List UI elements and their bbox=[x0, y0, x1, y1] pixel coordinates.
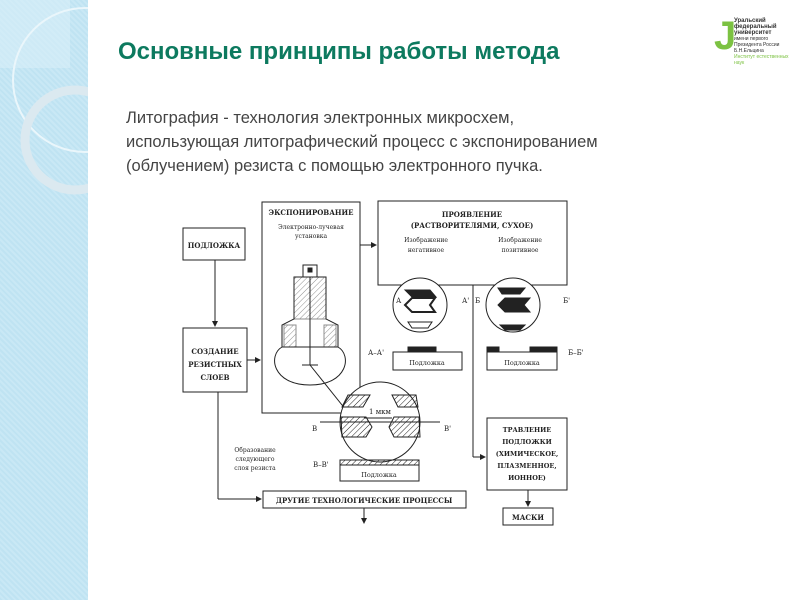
exposure-label: ЭКСПОНИРОВАНИЕ bbox=[269, 208, 354, 217]
next-layer-label: Образование bbox=[234, 447, 276, 454]
lithography-process-diagram: ПОДЛОЖКА СОЗДАНИЕ РЕЗИСТНЫХ СЛОЕВ ЭКСПОН… bbox=[180, 195, 600, 545]
positive-label: Изображение bbox=[498, 237, 542, 244]
electron-beam-column-icon bbox=[274, 264, 351, 416]
slide-body-text: Литография - технология электронных микр… bbox=[126, 106, 786, 178]
next-layer-label: следующего bbox=[235, 456, 274, 463]
label-b: Б bbox=[475, 297, 480, 305]
exposure-sub: Электронно-лучевая bbox=[278, 224, 344, 231]
positive-label: позитивное bbox=[502, 247, 539, 254]
section-bb-label: Б–Б' bbox=[568, 349, 584, 357]
positive-image-circle: Б Б' bbox=[475, 277, 570, 333]
substrate-label: ПОДЛОЖКА bbox=[188, 241, 241, 250]
negative-label: Изображение bbox=[404, 237, 448, 244]
section-vv-label: В–В' bbox=[313, 461, 329, 469]
section-aa-label: А–А' bbox=[368, 349, 384, 357]
etching-label: ИОННОЕ) bbox=[508, 474, 546, 482]
development-box: ПРОЯВЛЕНИЕ (РАСТВОРИТЕЛЯМИ, СУХОЕ) Изобр… bbox=[377, 200, 568, 286]
section-aa: А–А' Подложка bbox=[368, 346, 463, 371]
resist-label: РЕЗИСТНЫХ bbox=[188, 360, 242, 369]
logo-text: Уральский федеральный университет имени … bbox=[734, 18, 792, 66]
next-layer-label: слоя резиста bbox=[234, 465, 276, 472]
etching-label: ПОДЛОЖКИ bbox=[502, 438, 552, 446]
body-line: использующая литографический процесс с э… bbox=[126, 133, 598, 151]
negative-image-circle: А А' bbox=[392, 277, 469, 333]
decorative-circles bbox=[0, 0, 88, 195]
logo-subtitle: имени первого Президента России Б.Н.Ельц… bbox=[734, 36, 780, 54]
logo-name: Уральский федеральный университет bbox=[734, 18, 777, 36]
logo-institute: Институт естественных наук bbox=[734, 54, 789, 66]
decorative-background-strip bbox=[0, 0, 88, 600]
etching-label: ПЛАЗМЕННОЕ, bbox=[497, 462, 556, 470]
substrate-small-label: Подложка bbox=[409, 359, 445, 367]
substrate-small-label: Подложка bbox=[504, 359, 540, 367]
exposure-sub: установка bbox=[295, 233, 328, 240]
logo-mark: J bbox=[714, 14, 737, 58]
body-line: Литография - технология электронных микр… bbox=[126, 109, 515, 127]
resist-layers-box: СОЗДАНИЕ РЕЗИСТНЫХ СЛОЕВ bbox=[182, 327, 248, 393]
exposure-detail-circle: 1 мкм В В' bbox=[312, 381, 451, 463]
etching-box: ТРАВЛЕНИЕ ПОДЛОЖКИ (ХИМИЧЕСКОЕ, ПЛАЗМЕНН… bbox=[486, 417, 568, 491]
label-b-prime: Б' bbox=[563, 297, 570, 305]
label-v: В bbox=[312, 425, 317, 433]
development-label: (РАСТВОРИТЕЛЯМИ, СУХОЕ) bbox=[411, 221, 534, 230]
diagram-svg: ПОДЛОЖКА СОЗДАНИЕ РЕЗИСТНЫХ СЛОЕВ ЭКСПОН… bbox=[182, 200, 584, 526]
label-v-prime: В' bbox=[444, 425, 451, 433]
exposure-box: ЭКСПОНИРОВАНИЕ Электронно-лучевая устано… bbox=[261, 201, 361, 416]
etching-label: (ХИМИЧЕСКОЕ, bbox=[496, 450, 558, 458]
substrate-small-label: Подложка bbox=[361, 471, 397, 479]
etching-label: ТРАВЛЕНИЕ bbox=[503, 426, 551, 434]
scale-label: 1 мкм bbox=[369, 408, 391, 416]
section-bb: Подложка Б–Б' bbox=[486, 346, 584, 371]
masks-label: МАСКИ bbox=[512, 513, 544, 522]
other-processes-label: ДРУГИЕ ТЕХНОЛОГИЧЕСКИЕ ПРОЦЕССЫ bbox=[276, 496, 453, 505]
other-processes-box: ДРУГИЕ ТЕХНОЛОГИЧЕСКИЕ ПРОЦЕССЫ bbox=[262, 490, 467, 509]
negative-label: негативное bbox=[408, 247, 445, 254]
label-a-prime: А' bbox=[462, 297, 469, 305]
resist-label: СОЗДАНИЕ bbox=[191, 347, 238, 356]
label-a: А bbox=[396, 297, 402, 305]
masks-box: МАСКИ bbox=[502, 507, 554, 526]
resist-label: СЛОЕВ bbox=[200, 373, 229, 382]
slide-title: Основные принципы работы метода bbox=[118, 38, 560, 65]
body-line: (облучением) резиста с помощью электронн… bbox=[126, 157, 543, 175]
section-vv: В–В' Подложка bbox=[313, 459, 420, 482]
university-logo: J Уральский федеральный университет имен… bbox=[712, 16, 794, 66]
substrate-box: ПОДЛОЖКА bbox=[182, 227, 246, 261]
development-label: ПРОЯВЛЕНИЕ bbox=[442, 210, 502, 219]
next-layer-note: Образование следующего слоя резиста bbox=[234, 447, 276, 472]
